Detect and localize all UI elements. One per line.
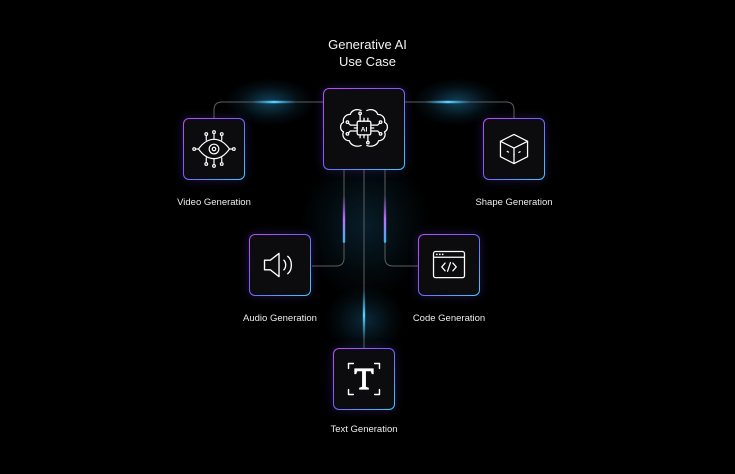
svg-text:AI: AI (361, 126, 368, 133)
shape-generation-node (483, 118, 545, 180)
text-t-icon (347, 362, 381, 396)
text-generation-node (333, 348, 395, 410)
connector-video (213, 100, 323, 118)
title-line-1: Generative AI (328, 37, 407, 52)
connector-text (362, 170, 366, 348)
connector-audio (312, 170, 346, 267)
text-generation-label: Text Generation (330, 424, 398, 435)
ai-brain-chip-icon: AI (339, 109, 389, 147)
connector-shape (405, 100, 515, 118)
title-line-2: Use Case (338, 54, 397, 69)
video-generation-label: Video Generation (177, 197, 251, 208)
code-window-icon (432, 250, 466, 279)
speaker-icon (263, 252, 293, 278)
code-generation-label: Code Generation (412, 313, 486, 324)
connector-code (383, 170, 418, 267)
audio-generation-node (249, 234, 311, 296)
shape-generation-label: Shape Generation (475, 197, 553, 208)
center-node: AI (323, 88, 405, 170)
diagram-title: Generative AI Use Case (0, 36, 735, 70)
code-generation-node (418, 234, 480, 296)
audio-generation-label: Audio Generation (243, 313, 317, 324)
eye-network-icon (192, 130, 236, 168)
video-generation-node (183, 118, 245, 180)
cube-icon (499, 133, 529, 165)
